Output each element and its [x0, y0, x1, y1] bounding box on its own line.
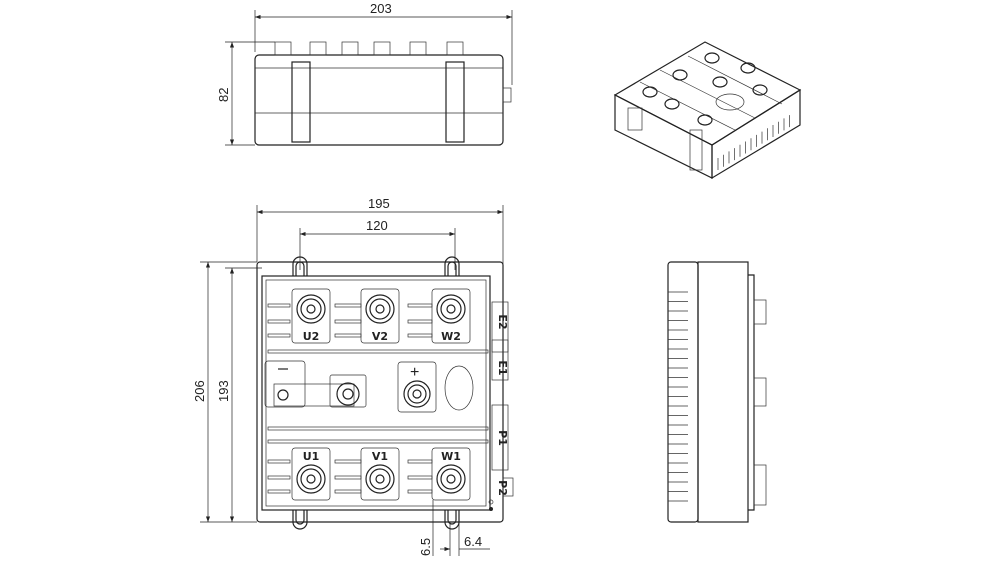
- side-connector-label: P2: [496, 480, 509, 496]
- terminal-ring: [365, 294, 395, 324]
- terminal-V2: V2: [360, 288, 400, 344]
- terminal-bolt: [375, 474, 385, 484]
- terminal-label: W2: [441, 330, 461, 343]
- rib: [267, 303, 291, 308]
- terminal-label: V2: [372, 330, 388, 343]
- terminal-U2: U2: [291, 288, 331, 344]
- terminal-U1: U1: [291, 447, 331, 501]
- rib: [334, 303, 362, 308]
- front-view: 203 82: [216, 1, 513, 146]
- rib: [334, 333, 362, 338]
- terminal-bolt: [375, 304, 385, 314]
- rib: [334, 475, 362, 480]
- side-connector: [753, 464, 767, 506]
- side-connector-label: P1: [496, 430, 509, 446]
- terminal-bolt: [306, 304, 316, 314]
- rib: [334, 459, 362, 464]
- terminal-ring: [296, 294, 326, 324]
- dimension-203: 203: [370, 1, 392, 16]
- separator-bar: [267, 349, 489, 354]
- rib: [267, 333, 291, 338]
- rib: [407, 333, 433, 338]
- terminal-icon: [697, 114, 713, 126]
- rib: [334, 489, 362, 494]
- dimension-193: 193: [216, 380, 231, 402]
- dimension-82: 82: [216, 88, 231, 102]
- terminal-ring: [365, 464, 395, 494]
- terminal-icon: [752, 84, 768, 96]
- terminal-pad: [360, 447, 400, 501]
- terminal-W1: W1: [431, 447, 471, 501]
- side-connector-label: E2: [496, 314, 509, 329]
- terminal-nut: [369, 298, 391, 320]
- rib: [334, 319, 362, 324]
- terminal-label: U1: [303, 450, 320, 463]
- dimension-120: 120: [366, 218, 388, 233]
- rib: [407, 459, 433, 464]
- connector-stud: [373, 41, 391, 56]
- terminal-bolt: [446, 304, 456, 314]
- terminal-pad: [360, 288, 400, 344]
- rib: [407, 475, 433, 480]
- rib: [267, 475, 291, 480]
- dimension-195: 195: [368, 196, 390, 211]
- connector-stud: [274, 41, 292, 56]
- rib: [267, 459, 291, 464]
- terminal-ring: [436, 294, 466, 324]
- rib: [267, 489, 291, 494]
- dimension-6-4: 6.4: [464, 534, 482, 549]
- terminal-icon: [704, 52, 720, 64]
- connector-stud: [446, 41, 464, 56]
- terminal-nut: [300, 298, 322, 320]
- rib: [407, 489, 433, 494]
- plus-label: +: [410, 364, 419, 381]
- connector-stud: [341, 41, 359, 56]
- separator-bar: [267, 426, 489, 431]
- terminal-icon: [642, 86, 658, 98]
- terminal-ring: [436, 464, 466, 494]
- terminal-pad: [291, 288, 331, 344]
- dimension-206: 206: [192, 380, 207, 402]
- side-connector: [753, 299, 767, 325]
- terminal-W2: W2: [431, 288, 471, 344]
- connector-stud: [309, 41, 327, 56]
- terminal-bolt: [306, 474, 316, 484]
- terminal-pad: [431, 447, 471, 501]
- terminal-nut: [440, 298, 462, 320]
- terminal-ring: [296, 464, 326, 494]
- rib: [407, 303, 433, 308]
- terminal-icon: [672, 69, 688, 81]
- terminal-V1: V1: [360, 447, 400, 501]
- rib: [407, 319, 433, 324]
- terminal-label: V1: [372, 450, 388, 463]
- terminal-icon: [712, 76, 728, 88]
- separator-bar: [267, 439, 489, 444]
- dimension-6-5: 6.5: [418, 538, 433, 556]
- isometric-view: [613, 41, 802, 180]
- terminal-icon: [740, 62, 756, 74]
- terminal-label: U2: [303, 330, 320, 343]
- terminal-nut: [369, 468, 391, 490]
- terminal-nut: [300, 468, 322, 490]
- terminal-icon: [664, 98, 680, 110]
- rib: [267, 319, 291, 324]
- side-view: [667, 261, 767, 523]
- side-connector-label: E1: [496, 360, 509, 375]
- terminal-bolt: [446, 474, 456, 484]
- terminal-pad: [291, 447, 331, 501]
- side-connector: [753, 377, 767, 407]
- terminal-pad: [431, 288, 471, 344]
- connector-stud: [409, 41, 427, 56]
- terminal-nut: [440, 468, 462, 490]
- terminal-label: W1: [441, 450, 461, 463]
